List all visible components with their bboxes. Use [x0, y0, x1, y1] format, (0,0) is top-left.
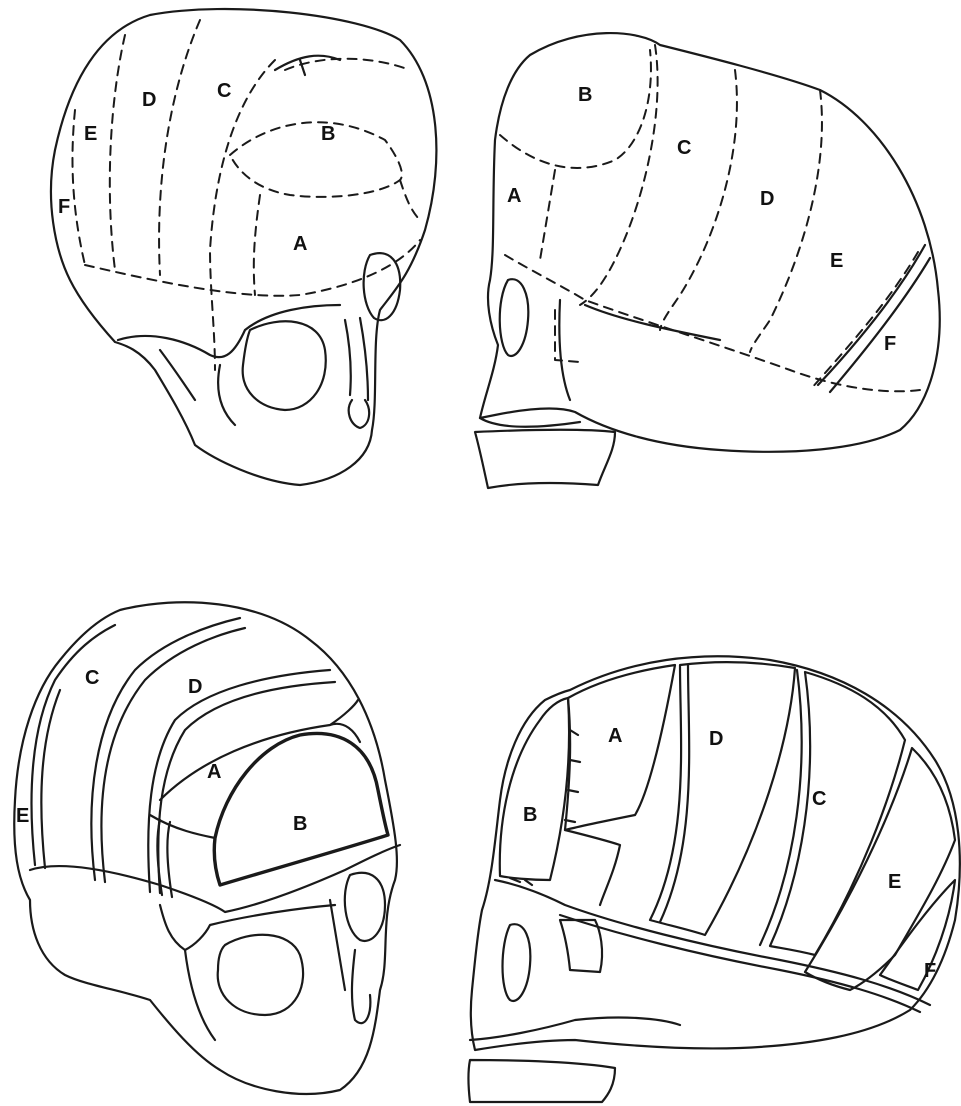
orbit: [503, 924, 531, 1001]
segment-label: E: [830, 250, 843, 272]
segment-label: C: [812, 788, 826, 810]
orbit-left-side: [345, 873, 385, 941]
cut-line: [254, 195, 260, 295]
panel-bottom-right: A D B C E F: [469, 656, 960, 1102]
segment-c-outline: [760, 670, 802, 945]
segment-a-outline: [150, 700, 358, 838]
cut-line: [540, 170, 555, 260]
cut-line: [500, 50, 651, 168]
segment-label: A: [293, 233, 307, 255]
zygoma: [185, 950, 215, 1040]
cut-line: [660, 70, 737, 330]
cut-line: [230, 122, 402, 197]
zygomatic-arch: [560, 920, 602, 972]
segment-label: F: [58, 196, 70, 218]
segment-c-outline: [770, 672, 905, 955]
segment-label: E: [84, 123, 97, 145]
nasal-region: [330, 900, 370, 1023]
cut-line: [85, 240, 420, 296]
segment-d-border: [158, 682, 335, 893]
vault-band: [495, 880, 930, 1005]
segment-label: A: [608, 725, 622, 747]
segment-label: B: [578, 84, 592, 106]
segment-label: D: [709, 728, 723, 750]
panel-top-left: E D C B F A: [51, 9, 436, 485]
cut-line: [750, 90, 822, 352]
brow-ridge: [118, 305, 340, 357]
cut-line: [110, 35, 125, 270]
segment-label: D: [760, 188, 774, 210]
segment-label: F: [884, 333, 896, 355]
segment-label: C: [85, 667, 99, 689]
zygomatic-arch: [559, 300, 720, 400]
cut-line: [505, 255, 920, 391]
segment-e-outline: [805, 748, 955, 990]
cut-line: [400, 180, 420, 220]
segment-label: C: [217, 80, 231, 102]
segment-c-border: [91, 618, 240, 880]
cut-line: [810, 252, 918, 390]
orbit-left-side: [364, 253, 401, 320]
segment-label: E: [16, 805, 29, 827]
segment-label: E: [888, 871, 901, 893]
segment-label: A: [507, 185, 521, 207]
segment-label: B: [523, 804, 537, 826]
orbit: [500, 279, 529, 356]
panel-top-right: B C A D E F: [475, 33, 940, 488]
segment-a-lower: [565, 830, 620, 905]
zygoma: [160, 350, 235, 425]
panel-bottom-left: C D A B E: [14, 602, 400, 1094]
orbit-right: [218, 935, 303, 1015]
segment-e-border: [41, 690, 60, 868]
orbit-right: [243, 321, 326, 410]
brow-ridge: [160, 905, 335, 950]
segment-b-outline: [500, 698, 569, 880]
segment-label: D: [142, 89, 156, 111]
segment-label: F: [924, 960, 936, 982]
segment-f-outline: [880, 880, 955, 990]
maxilla: [469, 1018, 681, 1102]
segment-label: B: [321, 123, 335, 145]
segment-label: D: [188, 676, 202, 698]
cut-line: [159, 20, 200, 275]
segment-label: B: [293, 813, 307, 835]
segment-label: C: [677, 137, 691, 159]
segment-a-outline: [565, 665, 675, 830]
skull-outline: [51, 9, 436, 485]
nasal-region: [345, 318, 369, 428]
vault-band: [560, 915, 920, 1012]
coronal-suture: [275, 56, 340, 75]
maxilla: [475, 418, 615, 488]
segment-label: A: [207, 761, 221, 783]
